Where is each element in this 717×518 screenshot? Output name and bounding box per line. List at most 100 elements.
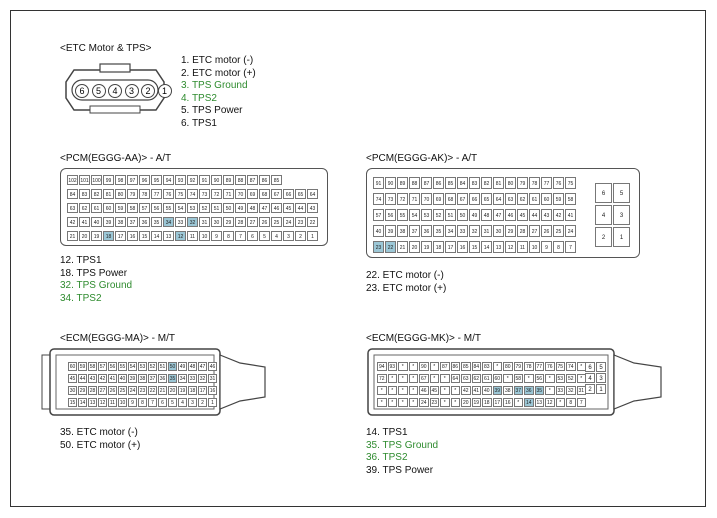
connector-pin: 16 (503, 398, 513, 407)
connector-pin: * (545, 374, 555, 383)
connector-pin: 87 (421, 177, 432, 189)
connector-pin: 96 (139, 175, 150, 185)
ecm-ma-title: <ECM(EGGG-MA)> - M/T (60, 333, 175, 344)
connector-pin: 8 (223, 231, 234, 241)
connector-pin: 90 (385, 177, 396, 189)
connector-pin: 75 (175, 189, 186, 199)
connector-pin: 63 (67, 203, 78, 213)
etc-pin-list: 1. ETC motor (-)2. ETC motor (+)3. TPS G… (181, 55, 256, 130)
pin-list-item: 32. TPS Ground (60, 280, 133, 291)
etc-pin: 6 (75, 84, 89, 98)
connector-pin: 12 (175, 231, 186, 241)
connector-pin: 79 (513, 362, 523, 371)
connector-pin: 56 (534, 374, 544, 383)
connector-pin: * (398, 362, 408, 371)
connector-pin: 32 (187, 217, 198, 227)
connector-pin: 65 (295, 189, 306, 199)
connector-pin: 1 (208, 398, 217, 407)
connector-pin: 102 (67, 175, 78, 185)
connector-pin: 76 (163, 189, 174, 199)
connector-pin: * (398, 374, 408, 383)
side-pin: 3 (596, 373, 606, 383)
connector-pin: 88 (235, 175, 246, 185)
connector-pin: 59 (553, 193, 564, 205)
connector-pin: 35 (168, 374, 177, 383)
connector-pin: 90 (419, 362, 429, 371)
connector-pin: * (387, 386, 397, 395)
pin-list-item: 18. TPS Power (60, 267, 128, 279)
connector-pin: 41 (565, 209, 576, 221)
connector-pin: 43 (88, 374, 97, 383)
connector-pin: 19 (178, 386, 187, 395)
connector-pin: * (429, 362, 439, 371)
connector-pin: 80 (115, 189, 126, 199)
connector-pin: 13 (493, 241, 504, 253)
connector-pin: 69 (247, 189, 258, 199)
connector-pin: 72 (397, 193, 408, 205)
connector-pin: 76 (553, 177, 564, 189)
connector-pin: 13 (534, 398, 544, 407)
connector-pin: * (450, 398, 460, 407)
connector-pin: 76 (545, 362, 555, 371)
connector-pin: 94 (377, 362, 387, 371)
connector-pin: 46 (419, 386, 429, 395)
connector-pin: 99 (103, 175, 114, 185)
connector-pin: 50 (168, 362, 177, 371)
connector-pin: 77 (151, 189, 162, 199)
connector-pin: 58 (127, 203, 138, 213)
connector-pin: 27 (98, 386, 107, 395)
connector-pin: 30 (493, 225, 504, 237)
connector-pin: 47 (493, 209, 504, 221)
connector-pin: 45 (283, 203, 294, 213)
connector-pin: 42 (98, 374, 107, 383)
connector-pin: 82 (481, 177, 492, 189)
connector-pin: 47 (259, 203, 270, 213)
connector-pin: 61 (91, 203, 102, 213)
connector-pin: 31 (481, 225, 492, 237)
connector-pin: 77 (541, 177, 552, 189)
connector-pin: 32 (469, 225, 480, 237)
connector-pin: 31 (208, 374, 217, 383)
connector-pin: * (377, 386, 387, 395)
connector-pin: 8 (553, 241, 564, 253)
connector-pin: 3 (188, 398, 197, 407)
connector-pin: 53 (555, 374, 565, 383)
connector-pin: 32 (566, 386, 576, 395)
connector-pin: 45 (429, 386, 439, 395)
pin-list-item: 5. TPS Power (181, 105, 243, 116)
connector-pin: 37 (513, 386, 523, 395)
pin-list-item: 34. TPS2 (60, 292, 102, 304)
connector-pin: 1 (307, 231, 318, 241)
connector-pin: 62 (79, 203, 90, 213)
side-pin: 5 (613, 183, 630, 203)
connector-pin: 52 (148, 362, 157, 371)
connector-pin: 91 (373, 177, 384, 189)
connector-pin: 37 (127, 217, 138, 227)
connector-pin: * (429, 374, 439, 383)
connector-pin: 24 (565, 225, 576, 237)
ecm-mk-title: <ECM(EGGG-MK)> - M/T (366, 333, 481, 344)
connector-pin: 53 (421, 209, 432, 221)
connector-pin: 17 (492, 398, 502, 407)
connector-pin: 23 (429, 398, 439, 407)
connector-pin: 84 (67, 189, 78, 199)
connector-pin: 73 (385, 193, 396, 205)
connector-pin: 31 (199, 217, 210, 227)
connector-pin: 16 (127, 231, 138, 241)
connector-pin: 6 (158, 398, 167, 407)
connector-pin: 54 (175, 203, 186, 213)
connector-pin: 72 (211, 189, 222, 199)
connector-pin: 60 (541, 193, 552, 205)
connector-pin: 42 (553, 209, 564, 221)
ecm-ma-pin-list: 35. ETC motor (-)50. ETC motor (+) (60, 427, 140, 452)
connector-pin: 94 (163, 175, 174, 185)
diagram-frame (10, 10, 706, 507)
connector-pin: 36 (421, 225, 432, 237)
connector-pin: 21 (397, 241, 408, 253)
connector-pin: 85 (461, 362, 471, 371)
connector-pin: 97 (127, 175, 138, 185)
